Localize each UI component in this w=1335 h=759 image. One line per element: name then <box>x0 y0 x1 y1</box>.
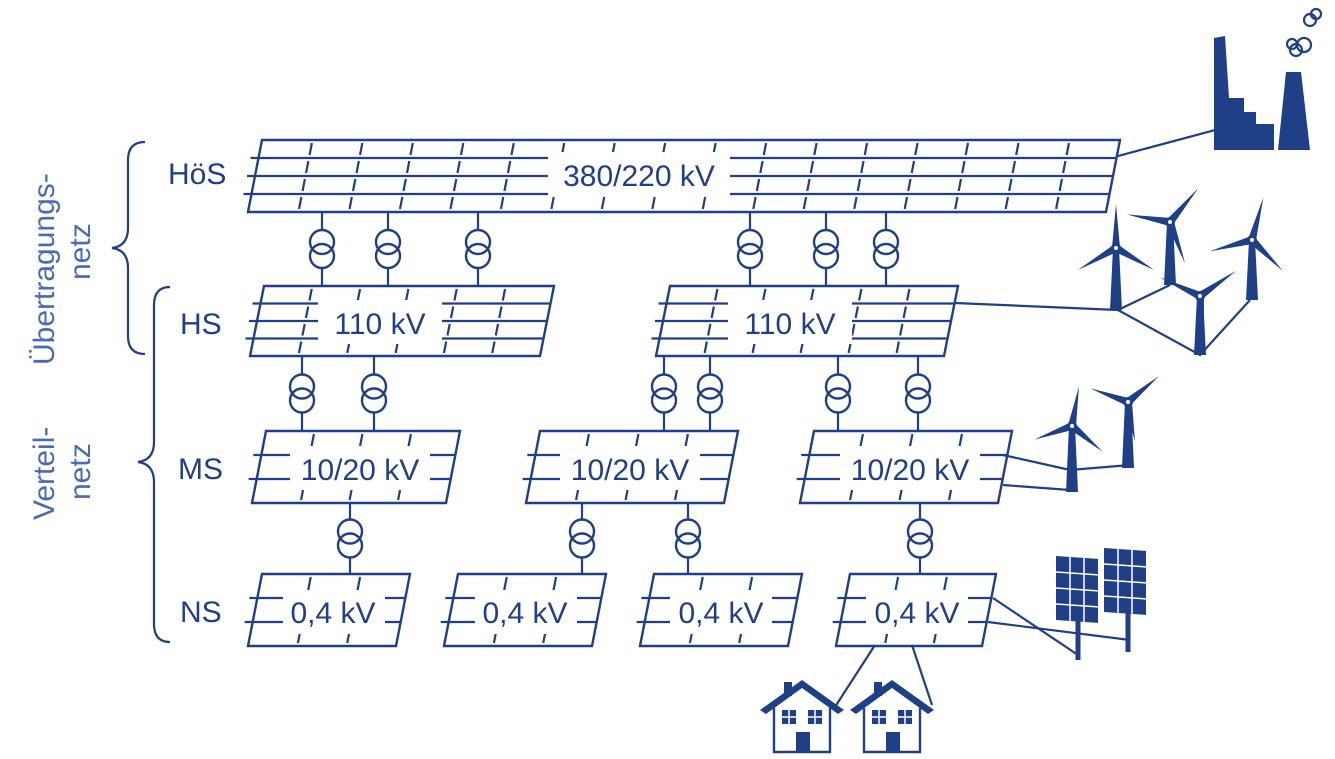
factory-icon <box>1214 7 1323 150</box>
transformers <box>288 212 934 574</box>
solar-panel-icon <box>1056 548 1146 660</box>
voltage-label-ms1: 10/20 kV <box>301 454 419 487</box>
group-label-uebertragung-line2: netz <box>64 223 97 280</box>
transformer-icon <box>674 503 702 574</box>
brace-verteil <box>137 285 171 644</box>
group-label-verteil-line1: Verteil- <box>28 427 61 520</box>
voltage-label-hs1: 110 kV <box>334 308 425 341</box>
voltage-label-ns1: 0,4 kV <box>290 597 375 630</box>
wind-turbine-icon <box>1126 188 1199 285</box>
transformer-icon <box>336 503 364 574</box>
transformer-icon <box>696 356 724 431</box>
generator-connections <box>832 128 1251 711</box>
transformer-icon <box>360 356 388 431</box>
transformer-icon <box>464 212 492 286</box>
level-label-ns: NS <box>180 596 222 629</box>
wind-turbine-icon <box>1077 204 1155 310</box>
transformer-icon <box>374 212 402 286</box>
level-label-hs: HS <box>180 308 222 341</box>
transformer-icon <box>872 212 900 286</box>
transformer-icon <box>288 356 316 431</box>
voltage-label-ns4: 0,4 kV <box>874 597 959 630</box>
wind-turbine-icon <box>1160 270 1237 355</box>
voltage-labels: 380/220 kV 110 kV 110 kV 10/20 kV 10/20 … <box>283 152 980 634</box>
voltage-label-hoes: 380/220 kV <box>563 160 715 193</box>
level-label-hoes: HöS <box>168 158 226 191</box>
level-label-ms: MS <box>178 453 223 486</box>
house-icon <box>760 680 934 754</box>
transformer-icon <box>824 356 852 431</box>
transformer-icon <box>904 356 932 431</box>
wind-turbine-icon <box>1090 376 1159 468</box>
voltage-label-ns2: 0,4 kV <box>482 597 567 630</box>
transformer-icon <box>812 212 840 286</box>
voltage-label-ns3: 0,4 kV <box>678 597 763 630</box>
transformer-icon <box>736 212 764 286</box>
transformer-icon <box>906 503 934 574</box>
group-label-verteil-line2: netz <box>64 443 97 500</box>
voltage-label-ms3: 10/20 kV <box>851 454 969 487</box>
wind-turbine-icon <box>1034 386 1103 492</box>
wind-turbine-icon <box>1209 197 1284 300</box>
brace-uebertragung <box>111 140 146 356</box>
wind-turbines <box>1034 188 1284 492</box>
group-label-uebertragung-line1: Übertragungs- <box>28 173 61 365</box>
transformer-icon <box>308 212 336 286</box>
busbar-panels <box>243 138 1122 648</box>
voltage-label-ms2: 10/20 kV <box>571 454 689 487</box>
voltage-label-hs2: 110 kV <box>744 308 835 341</box>
transformer-icon <box>568 503 596 574</box>
transformer-icon <box>650 356 678 431</box>
